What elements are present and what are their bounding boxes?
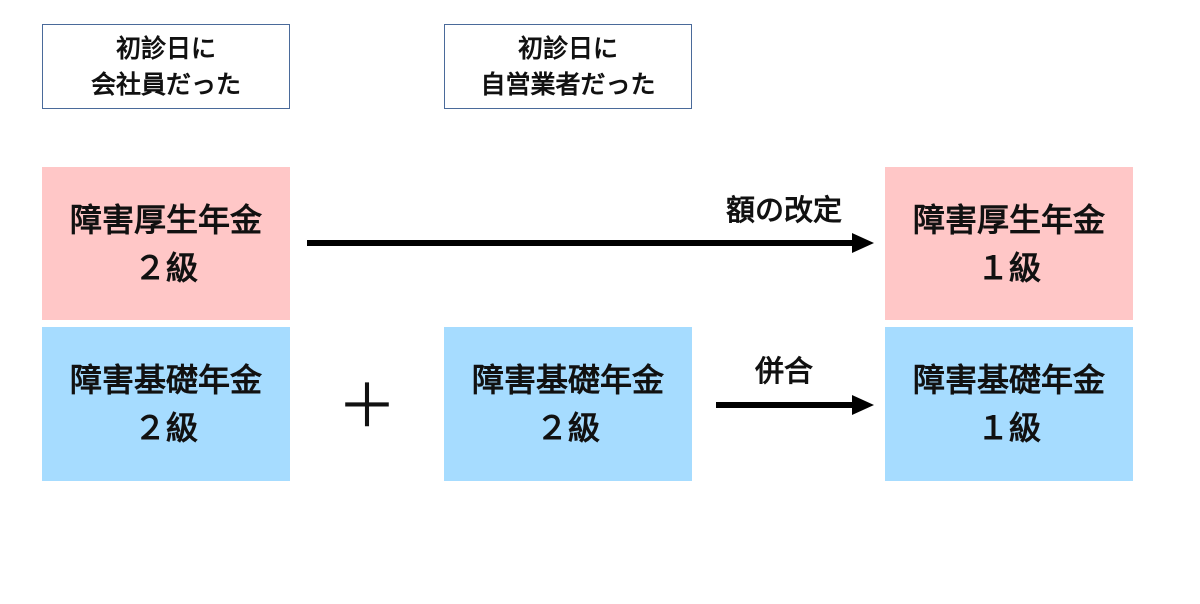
merge-arrow: [716, 395, 874, 415]
left-basic-pension-grade: ２級: [133, 409, 198, 447]
left-welfare-pension-box: 障害厚生年金 ２級: [42, 167, 290, 320]
left-welfare-pension-name: 障害厚生年金: [69, 200, 262, 239]
right-basic-pension-box: 障害基礎年金 １級: [885, 327, 1133, 481]
right-welfare-pension-name: 障害厚生年金: [912, 200, 1105, 239]
revision-arrow: [307, 233, 874, 253]
left-welfare-pension-grade: ２級: [133, 248, 198, 287]
left-basic-pension-name: 障害基礎年金: [69, 361, 262, 399]
middle-basic-pension-grade: ２級: [535, 409, 600, 447]
right-basic-pension-name: 障害基礎年金: [912, 361, 1105, 399]
revision-arrow-head: [852, 233, 874, 253]
merge-arrow-head: [852, 395, 874, 415]
header-employee: 初診日に 会社員だった: [42, 24, 290, 109]
header-employee-line1: 初診日に: [115, 33, 216, 63]
right-welfare-pension-box: 障害厚生年金 １級: [885, 167, 1133, 320]
revision-arrow-label: 額の改定: [726, 193, 843, 227]
left-basic-pension-box: 障害基礎年金 ２級: [42, 327, 290, 481]
merge-arrow-label: 併合: [755, 354, 814, 388]
middle-basic-pension-name: 障害基礎年金: [471, 361, 664, 399]
header-self-employed-line1: 初診日に: [517, 33, 618, 63]
right-basic-pension-grade: １級: [976, 409, 1041, 447]
header-self-employed-line2: 自営業者だった: [480, 69, 656, 99]
middle-basic-pension-box: 障害基礎年金 ２級: [444, 327, 692, 481]
plus-sign: ＋: [337, 372, 397, 442]
right-welfare-pension-grade: １級: [976, 248, 1041, 287]
header-employee-line2: 会社員だった: [90, 69, 241, 99]
header-self-employed: 初診日に 自営業者だった: [444, 24, 692, 109]
